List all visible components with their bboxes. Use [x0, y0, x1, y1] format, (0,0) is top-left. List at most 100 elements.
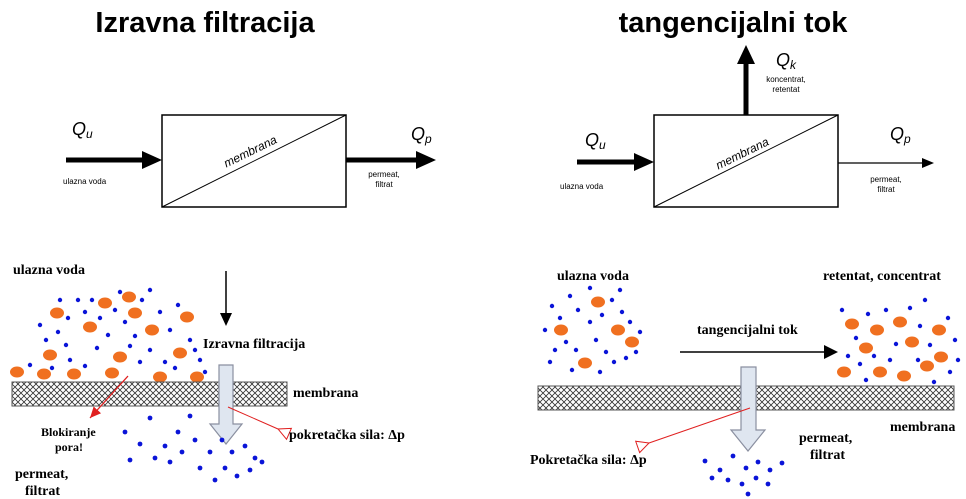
small-particle — [162, 359, 168, 365]
small-particle — [49, 365, 55, 371]
small-particle — [94, 345, 100, 351]
right-bottom-panel: ulazna voda retentat, concentrat tangenc… — [530, 269, 961, 497]
small-particle — [175, 429, 181, 435]
small-particle — [179, 449, 185, 455]
right-q-in-caption: ulazna voda — [560, 182, 604, 191]
small-particle — [132, 333, 138, 339]
small-particle — [219, 437, 225, 443]
right-title: tangencijalni tok — [619, 7, 849, 39]
small-particle — [745, 491, 751, 497]
small-particle — [127, 457, 133, 463]
large-particle — [837, 366, 851, 378]
small-particle — [547, 359, 553, 365]
left-feed-particles — [10, 287, 208, 383]
small-particle — [619, 309, 625, 315]
small-particle — [611, 359, 617, 365]
small-particle — [65, 315, 71, 321]
small-particle — [617, 287, 623, 293]
left-top-panel: Izravna filtracija Qu ulazna voda membra… — [63, 7, 436, 208]
small-particle — [839, 307, 845, 313]
small-particle — [743, 465, 749, 471]
left-q-in-subscript: u — [86, 127, 93, 141]
large-particle — [591, 296, 605, 308]
right-q-out: Qp — [890, 124, 911, 146]
small-particle — [709, 475, 715, 481]
small-particle — [147, 287, 153, 293]
small-particle — [82, 309, 88, 315]
small-particle — [853, 335, 859, 341]
small-particle — [609, 297, 615, 303]
small-particle — [187, 337, 193, 343]
left-flow-hollow-arrow — [208, 364, 244, 445]
large-particle — [50, 307, 64, 319]
small-particle — [229, 449, 235, 455]
small-particle — [557, 315, 563, 321]
small-particle — [587, 319, 593, 325]
small-particle — [893, 341, 899, 347]
small-particle — [702, 458, 708, 464]
small-particle — [55, 329, 61, 335]
small-particle — [63, 342, 69, 348]
small-particle — [865, 311, 871, 317]
right-q-out-caption-1: permeat, — [870, 175, 902, 184]
right-membrane-diagonal — [653, 114, 839, 208]
small-particle — [192, 437, 198, 443]
large-particle — [897, 370, 911, 382]
small-particle — [927, 342, 933, 348]
left-feed-arrow-head — [220, 313, 232, 326]
small-particle — [845, 353, 851, 359]
small-particle — [57, 297, 63, 303]
left-q-in-symbol: Q — [72, 119, 86, 139]
large-particle — [98, 297, 112, 309]
small-particle — [137, 359, 143, 365]
right-membrane-bar-label: membrana — [890, 420, 955, 435]
small-particle — [242, 443, 248, 449]
right-q-k: Qk — [776, 50, 797, 72]
right-permeate-label-2: filtrat — [810, 448, 845, 463]
left-membrane-diagonal — [161, 114, 347, 208]
left-membrane-bar — [11, 381, 288, 407]
right-retentate-label: retentat, concentrat — [823, 269, 941, 284]
right-q-k-caption-2: retentat — [772, 85, 800, 94]
small-particle — [139, 297, 145, 303]
small-particle — [167, 327, 173, 333]
right-q-in: Qu — [585, 130, 606, 152]
right-feed-label: ulazna voda — [557, 269, 629, 284]
small-particle — [857, 361, 863, 367]
small-particle — [623, 355, 629, 361]
large-particle — [190, 371, 204, 383]
small-particle — [89, 297, 95, 303]
right-q-k-symbol: Q — [776, 50, 790, 70]
small-particle — [234, 473, 240, 479]
large-particle — [625, 336, 639, 348]
right-inflow-arrow-head — [634, 153, 654, 171]
small-particle — [157, 309, 163, 315]
right-feed-particles — [542, 285, 643, 375]
large-particle — [870, 324, 884, 336]
small-particle — [117, 289, 123, 295]
small-particle — [765, 481, 771, 487]
large-particle — [611, 324, 625, 336]
small-particle — [730, 453, 736, 459]
left-block-label-2: pora! — [55, 440, 83, 454]
right-q-k-subscript: k — [790, 58, 797, 72]
small-particle — [97, 315, 103, 321]
small-particle — [147, 347, 153, 353]
small-particle — [739, 481, 745, 487]
left-q-out-symbol: Q — [411, 124, 425, 144]
small-particle — [105, 332, 111, 338]
small-particle — [767, 467, 773, 473]
small-particle — [167, 459, 173, 465]
small-particle — [67, 357, 73, 363]
left-outflow-arrow-head — [416, 151, 436, 169]
small-particle — [247, 467, 253, 473]
small-particle — [955, 357, 961, 363]
small-particle — [152, 455, 158, 461]
large-particle — [554, 324, 568, 336]
small-particle — [202, 369, 208, 375]
left-q-in: Qu — [72, 119, 93, 141]
small-particle — [587, 285, 593, 291]
small-particle — [717, 467, 723, 473]
small-particle — [122, 319, 128, 325]
small-particle — [633, 349, 639, 355]
